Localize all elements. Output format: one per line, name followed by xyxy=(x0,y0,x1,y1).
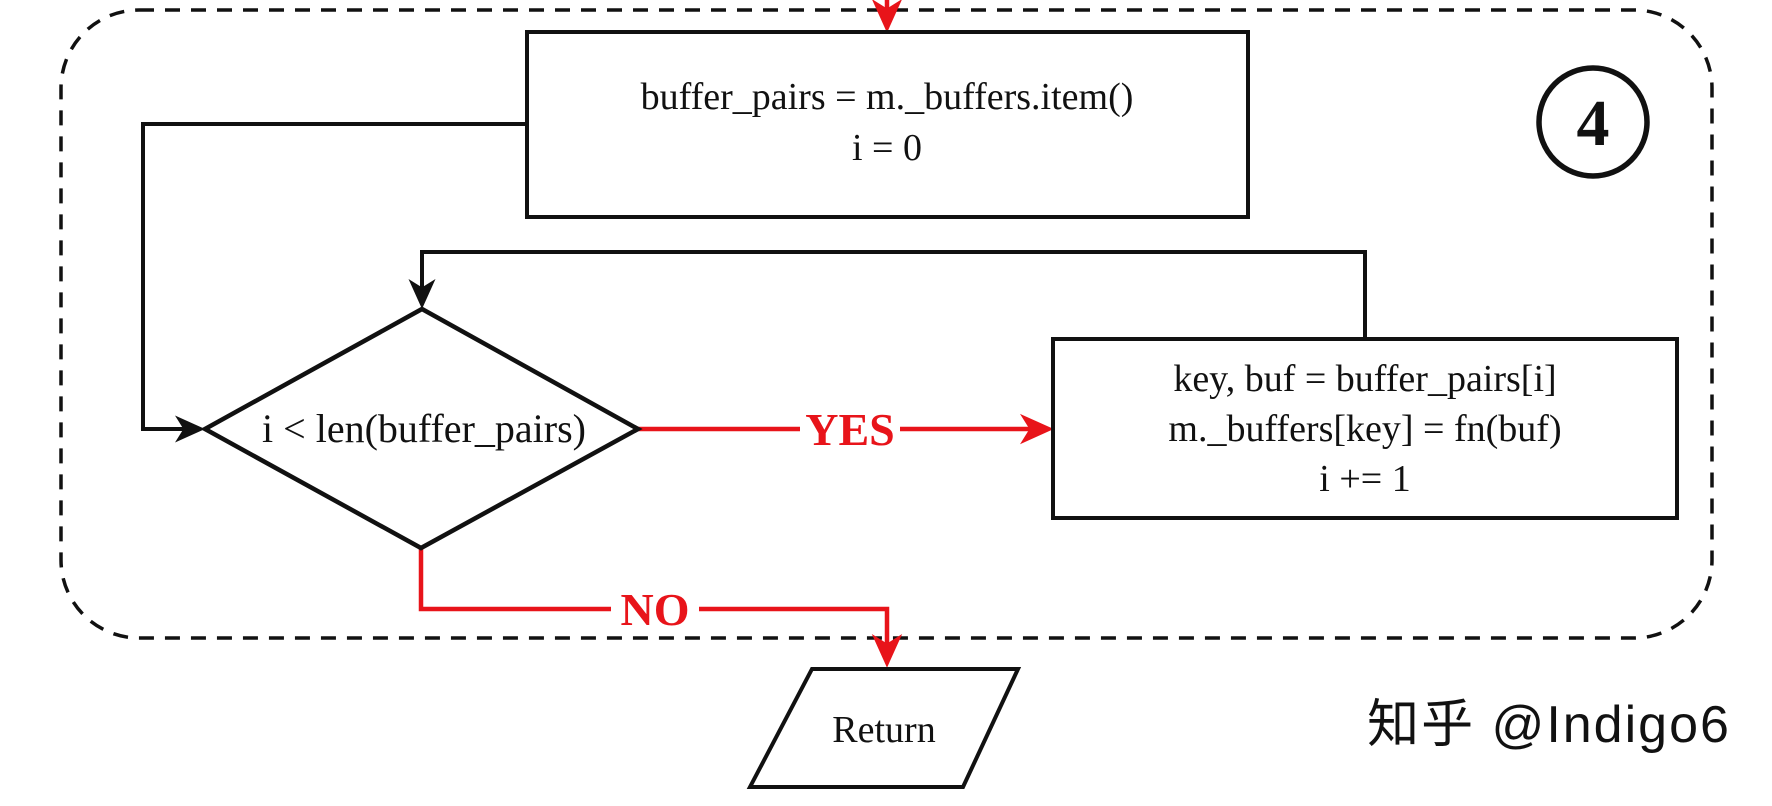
edge-labels: YES NO xyxy=(621,404,895,635)
condition-diamond-shape xyxy=(200,306,643,551)
yes-label: YES xyxy=(805,404,894,455)
body-box: key, buf = buffer_pairs[i] m._buffers[ke… xyxy=(1051,337,1679,520)
body-box-line-2: m._buffers[key] = fn(buf) xyxy=(1168,408,1561,450)
step-badge-circle xyxy=(1536,65,1650,179)
body-box-line-3: i += 1 xyxy=(1319,458,1410,500)
step-badge-number: 4 xyxy=(1577,87,1610,160)
dashed-step-container xyxy=(59,8,1714,640)
return-node: Return xyxy=(746,667,1022,789)
black-connectors xyxy=(141,122,1367,443)
no-label: NO xyxy=(621,584,690,635)
edge-body-to-condition-loopback xyxy=(408,250,1367,339)
init-box-line-2: i = 0 xyxy=(852,127,922,169)
watermark-text: 知乎 @Indigo6 xyxy=(1367,696,1731,754)
return-node-shape xyxy=(746,667,1022,789)
edge-init-to-condition xyxy=(141,122,527,443)
no-label-bg xyxy=(611,585,699,633)
yes-label-bg xyxy=(800,403,900,455)
body-box-shape xyxy=(1051,337,1679,520)
condition-diamond: i < len(buffer_pairs) xyxy=(200,306,643,551)
init-box-shape xyxy=(525,30,1250,219)
condition-text: i < len(buffer_pairs) xyxy=(262,406,586,451)
init-box: buffer_pairs = m._buffers.item() i = 0 xyxy=(525,30,1250,219)
return-node-text: Return xyxy=(832,709,935,751)
body-box-line-1: key, buf = buffer_pairs[i] xyxy=(1173,358,1556,400)
step-badge: 4 xyxy=(1536,65,1650,179)
init-box-line-1: buffer_pairs = m._buffers.item() xyxy=(641,76,1134,118)
